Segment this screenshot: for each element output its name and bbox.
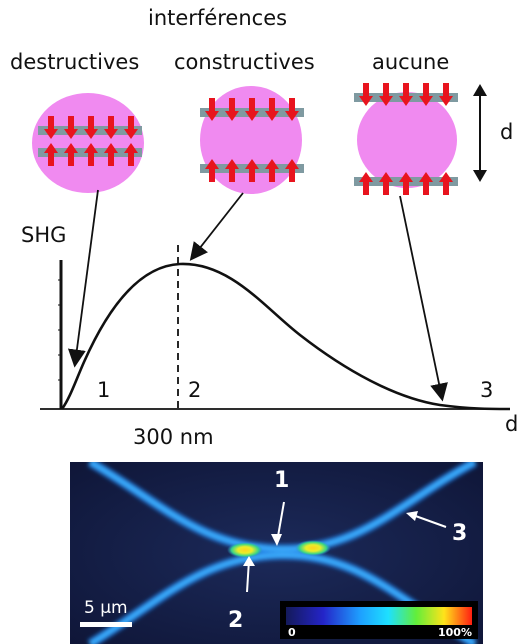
schematic-constructive (200, 86, 304, 194)
scalebar-line (80, 622, 132, 627)
colorbar-min-label: 0 (288, 626, 296, 639)
micro-label-3: 3 (452, 521, 468, 546)
label-aucune: aucune (372, 50, 450, 74)
colorbar-max-label: 100% (438, 626, 472, 639)
plot-axes (40, 260, 510, 410)
thickness-double-arrow (473, 84, 487, 182)
hotspot-right (295, 540, 331, 556)
label-d-thickness: d (500, 120, 514, 144)
region-label-1: 1 (97, 378, 111, 402)
plot-xlabel: d (505, 412, 519, 436)
hotspot-left (227, 542, 263, 558)
pointer-arrow-1 (67, 189, 99, 368)
plot-ylabel: SHG (21, 223, 67, 247)
pointer-arrow-3 (399, 195, 448, 402)
micro-label-2: 2 (228, 608, 244, 633)
interferences-title: interférences (148, 6, 288, 30)
marker-label-300nm: 300 nm (133, 425, 214, 449)
schematic-destructive (32, 93, 144, 193)
micro-label-1: 1 (274, 468, 290, 493)
label-destructives: destructives (10, 50, 140, 74)
shg-curve (60, 262, 511, 411)
region-label-2: 2 (188, 378, 202, 402)
label-constructives: constructives (174, 50, 315, 74)
pointer-arrow-2 (189, 192, 244, 261)
scalebar-label: 5 µm (84, 598, 128, 618)
shg-microscopy-image: 1 2 3 5 µm 0 100% (70, 462, 483, 644)
region-label-3: 3 (480, 378, 494, 402)
schematic-aucune (354, 83, 458, 195)
colorbar (286, 607, 472, 625)
